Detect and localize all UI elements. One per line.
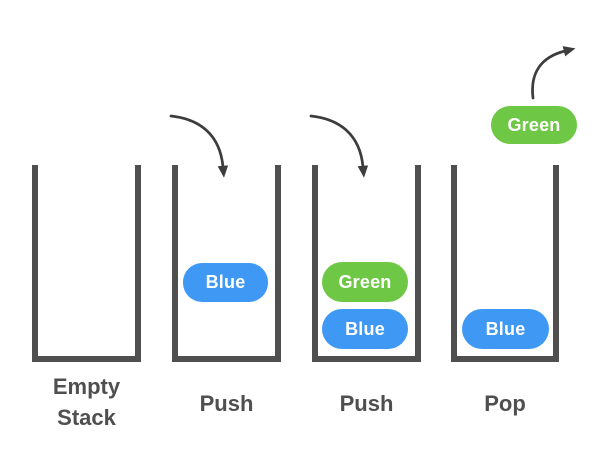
push-2-label: Push <box>339 391 394 416</box>
stack-push-1-item-label: Blue <box>205 272 246 292</box>
empty-stack-label: Empty Stack <box>52 374 121 430</box>
stack-push-1 <box>172 165 281 362</box>
stack-empty <box>32 165 141 362</box>
push-arrow-2-icon <box>309 114 369 178</box>
stack-pop <box>451 165 559 362</box>
stack-push-2-top-item-pill: Green <box>322 262 408 302</box>
push-arrow-1-icon <box>169 114 229 178</box>
stack-push-1-item-pill: Blue <box>183 263 268 302</box>
pop-label: Pop <box>484 391 526 416</box>
pop-arrow-icon <box>531 46 576 100</box>
push-1-label: Push <box>199 391 254 416</box>
stack-push-2-bottom-item-label: Blue <box>345 318 385 339</box>
stack-pop-item-pill: Blue <box>462 309 549 349</box>
stack-push-2-bottom-item-pill: Blue <box>322 309 408 349</box>
stack-push-2 <box>312 165 421 362</box>
stack-push-2-top-item-label: Green <box>338 271 392 292</box>
popped-item-label: Green <box>507 114 561 135</box>
stack-pop-item-label: Blue <box>485 318 526 339</box>
popped-item-pill: Green <box>491 106 577 144</box>
